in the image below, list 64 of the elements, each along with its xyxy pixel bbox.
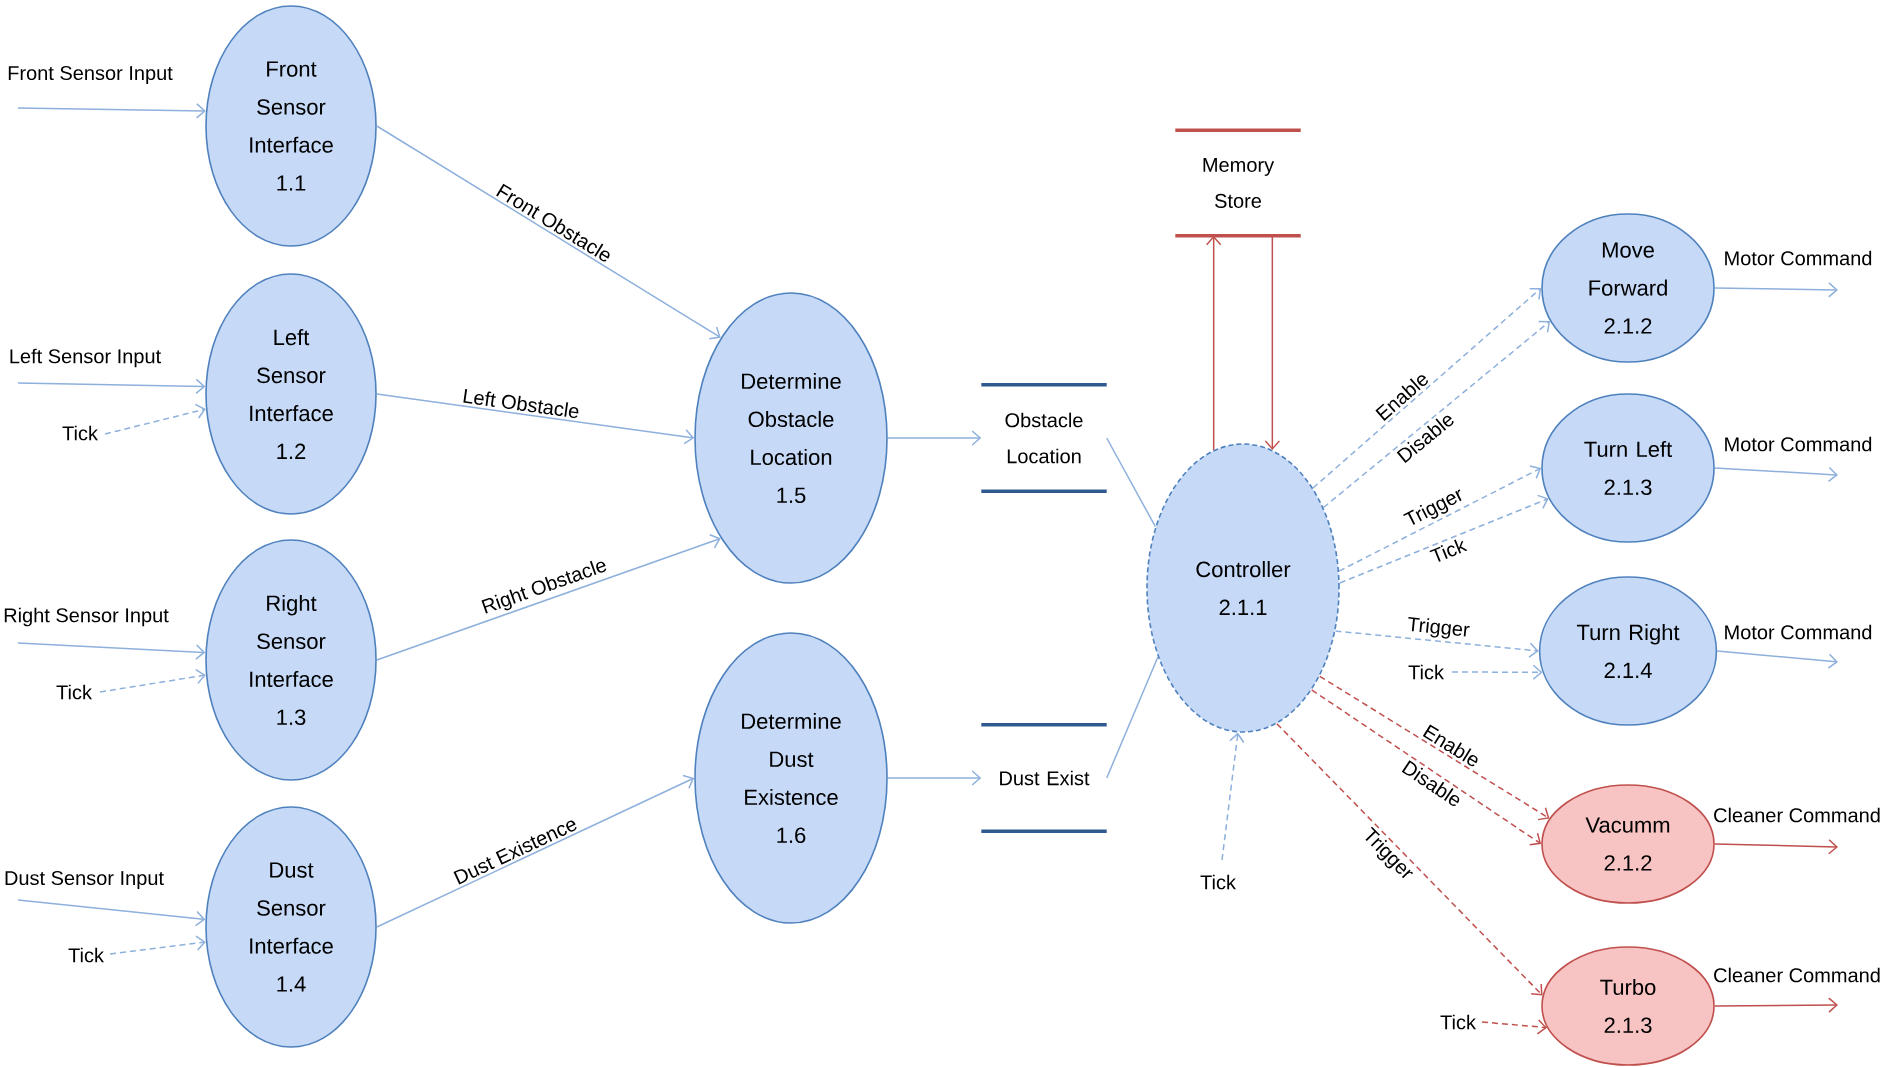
process-bubble: Left Sensor Interface 1.2 — [205, 273, 377, 515]
edge-label: Front Sensor Input — [8, 65, 173, 85]
edge-label: Left Sensor Input — [10, 348, 161, 368]
arrow — [1312, 288, 1542, 489]
edge-label: Tick — [56, 684, 92, 700]
edge-label: Left Obstacle — [463, 388, 579, 419]
edge-label: Tick — [68, 947, 104, 963]
arrow — [1276, 722, 1543, 996]
edge-label: Tick — [62, 425, 98, 441]
arrow — [1338, 465, 1542, 572]
edge-label: Motor Command — [1725, 250, 1872, 266]
arrow — [376, 393, 695, 445]
process-bubble: Front Sensor Interface 1.1 — [205, 5, 377, 247]
edge-label: Tick — [1440, 1014, 1476, 1030]
arrow — [1716, 650, 1838, 669]
data-store: Obstacle Location — [981, 383, 1107, 493]
edge-label: Tick — [1429, 539, 1468, 562]
process-bubble: Determine Dust Existence 1.6 — [694, 632, 888, 924]
arrow — [887, 430, 982, 446]
arrow — [1339, 494, 1549, 584]
arrow — [887, 770, 982, 786]
arrow — [1311, 689, 1542, 846]
arrow — [376, 774, 695, 928]
arrow — [1264, 234, 1281, 450]
arrow — [1322, 320, 1551, 509]
process-bubble: Dust Sensor Interface 1.4 — [205, 806, 377, 1048]
edge-label: Trigger — [1408, 617, 1470, 639]
arrow — [17, 642, 206, 660]
arrow — [376, 534, 721, 661]
arrow — [1714, 839, 1838, 855]
edge-label: Right Sensor Input — [4, 607, 169, 627]
process-bubble: Right Sensor Interface 1.3 — [205, 539, 377, 781]
arrow — [104, 403, 206, 435]
process-bubble: Vacumm 2.1.2 — [1541, 784, 1715, 904]
arrow — [17, 899, 206, 927]
edge-label: Cleaner Command — [1714, 807, 1880, 823]
arrow — [1481, 1019, 1548, 1035]
arrow — [99, 668, 206, 693]
process-bubble: Turbo 2.1.3 — [1541, 946, 1715, 1066]
edge-label: Tick — [1408, 664, 1444, 680]
arrow — [1714, 282, 1838, 298]
data-store: Memory Store — [1175, 128, 1301, 238]
arrow — [17, 103, 206, 119]
arrow — [1319, 675, 1550, 821]
edge-label: Motor Command — [1725, 436, 1872, 452]
edge-label: Tick — [1200, 874, 1236, 890]
arrow — [1205, 235, 1222, 451]
arrow — [376, 125, 721, 340]
arrow — [1451, 664, 1543, 681]
process-bubble: Determine Obstacle Location 1.5 — [694, 292, 888, 584]
edge-label: Cleaner Command — [1714, 967, 1880, 983]
edge-label: Dust Sensor Input — [5, 870, 164, 890]
arrow — [17, 378, 206, 395]
process-bubble: Turn Right 2.1.4 — [1538, 576, 1718, 726]
arrow — [109, 935, 206, 955]
arrow — [1714, 466, 1838, 483]
arrow — [1714, 997, 1838, 1013]
data-store: Dust Exist — [981, 723, 1107, 833]
arrow — [1334, 630, 1539, 658]
process-bubble: Move Forward 2.1.2 — [1541, 213, 1715, 363]
edge-label: Motor Command — [1725, 624, 1872, 640]
process-bubble: Turn Left 2.1.3 — [1541, 393, 1715, 543]
process-bubble: Controller 2.1.1 — [1146, 443, 1340, 733]
arrow — [1221, 732, 1245, 861]
